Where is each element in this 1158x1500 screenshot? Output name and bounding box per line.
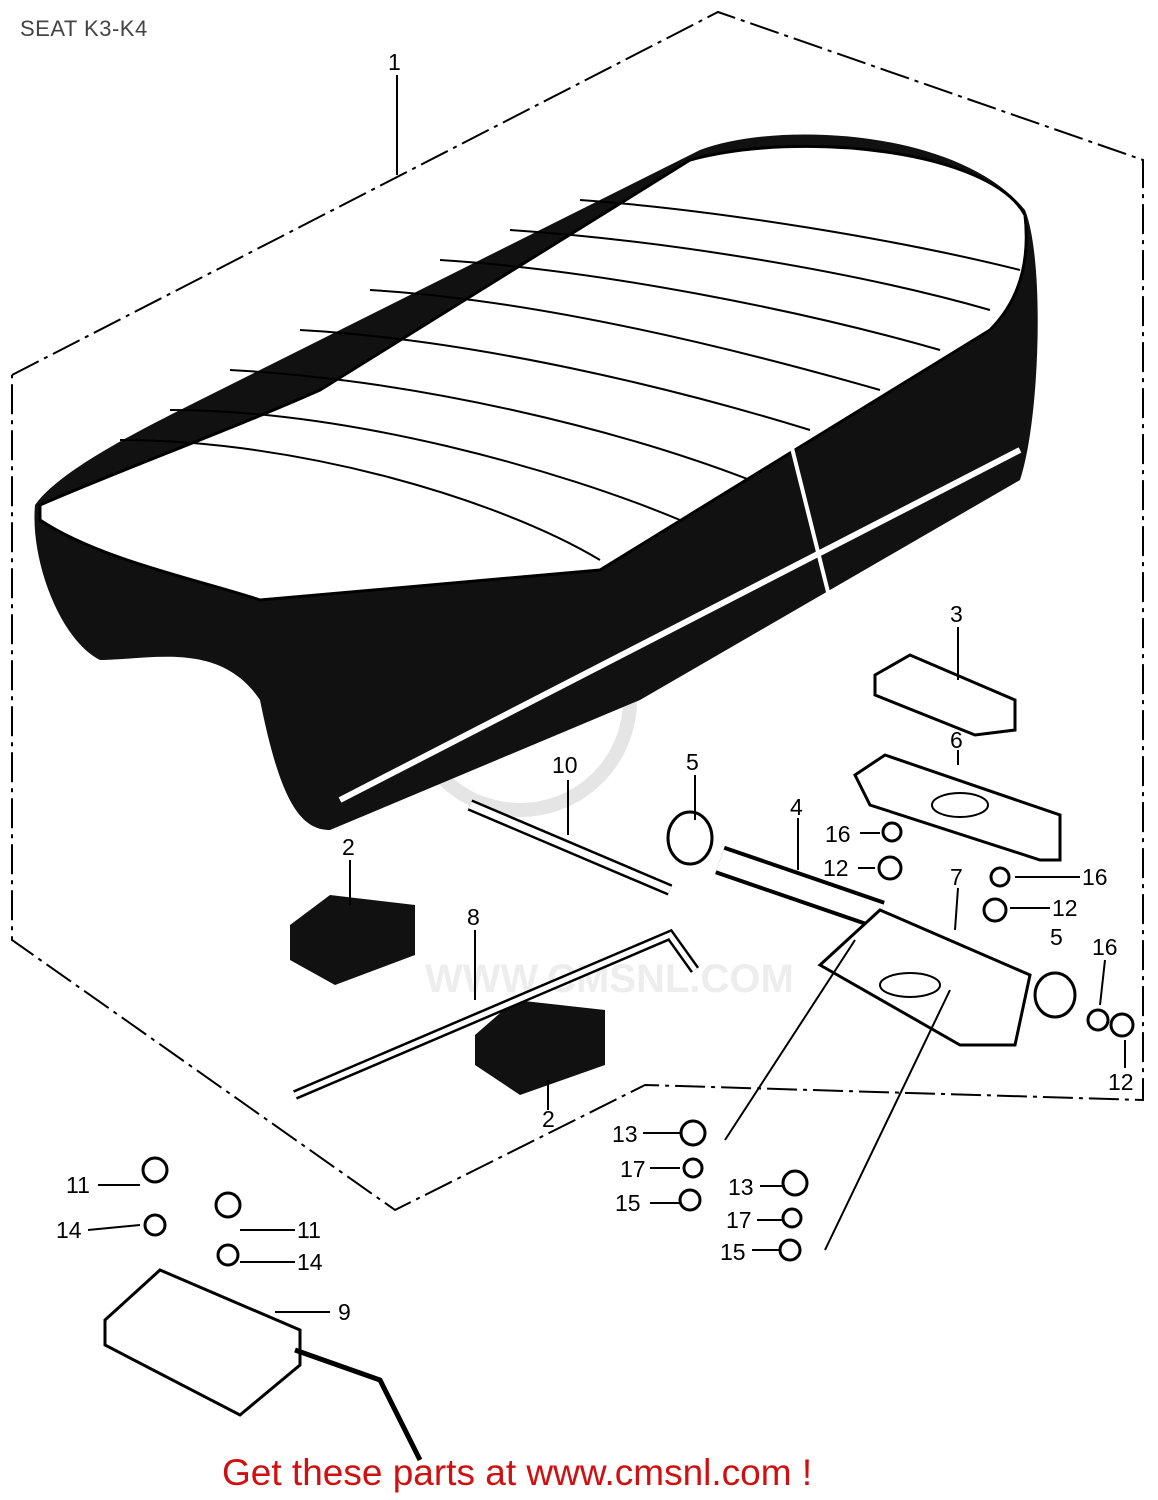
callout-15: 15: [720, 1239, 746, 1265]
hinge-7: [817, 908, 1032, 1047]
rubber-block-2a: [290, 895, 415, 985]
callout-13: 13: [728, 1174, 754, 1200]
lock-9: [103, 1268, 423, 1462]
callout-5: 5: [686, 749, 699, 775]
callout-14: 14: [297, 1249, 323, 1275]
callout-2: 2: [542, 1106, 555, 1132]
callout-13: 13: [612, 1121, 638, 1147]
callout-17: 17: [726, 1207, 752, 1233]
callout-3: 3: [950, 601, 963, 627]
callout-17: 17: [620, 1156, 646, 1182]
rubber-block-2b: [475, 1000, 605, 1095]
callout-10: 10: [552, 752, 578, 778]
callout-14: 14: [56, 1217, 82, 1243]
callout-9: 9: [338, 1299, 351, 1325]
callout-8: 8: [467, 904, 480, 930]
rod-8: [293, 928, 700, 1100]
callout-12: 12: [823, 855, 849, 881]
callout-16: 16: [1082, 864, 1108, 890]
callout-11: 11: [66, 1172, 90, 1198]
callout-15: 15: [615, 1190, 641, 1216]
callout-12: 12: [1108, 1069, 1134, 1095]
callout-11: 11: [297, 1217, 321, 1243]
parts-link[interactable]: Get these parts at www.cmsnl.com !: [222, 1452, 813, 1493]
callout-16: 16: [825, 821, 851, 847]
bolts-nuts-washers: [141, 821, 1135, 1267]
leader-lines: [87, 75, 1126, 1313]
bracket-6: [853, 753, 1062, 862]
pin-10: [467, 799, 673, 896]
rubber-block-3: [873, 653, 1017, 737]
collar-5b: [1033, 971, 1077, 1019]
callout-2: 2: [342, 834, 355, 860]
collar-5: [666, 810, 714, 866]
callout-4: 4: [790, 794, 803, 820]
callout-16: 16: [1092, 934, 1118, 960]
seat-part-1: [34, 134, 1038, 830]
callout-7: 7: [950, 864, 963, 890]
callout-5: 5: [1050, 924, 1063, 950]
page-title: SEAT K3-K4: [20, 16, 148, 41]
pipe-4: [715, 845, 885, 930]
callout-12: 12: [1052, 895, 1078, 921]
callout-1: 1: [388, 49, 401, 75]
callout-6: 6: [950, 727, 963, 753]
